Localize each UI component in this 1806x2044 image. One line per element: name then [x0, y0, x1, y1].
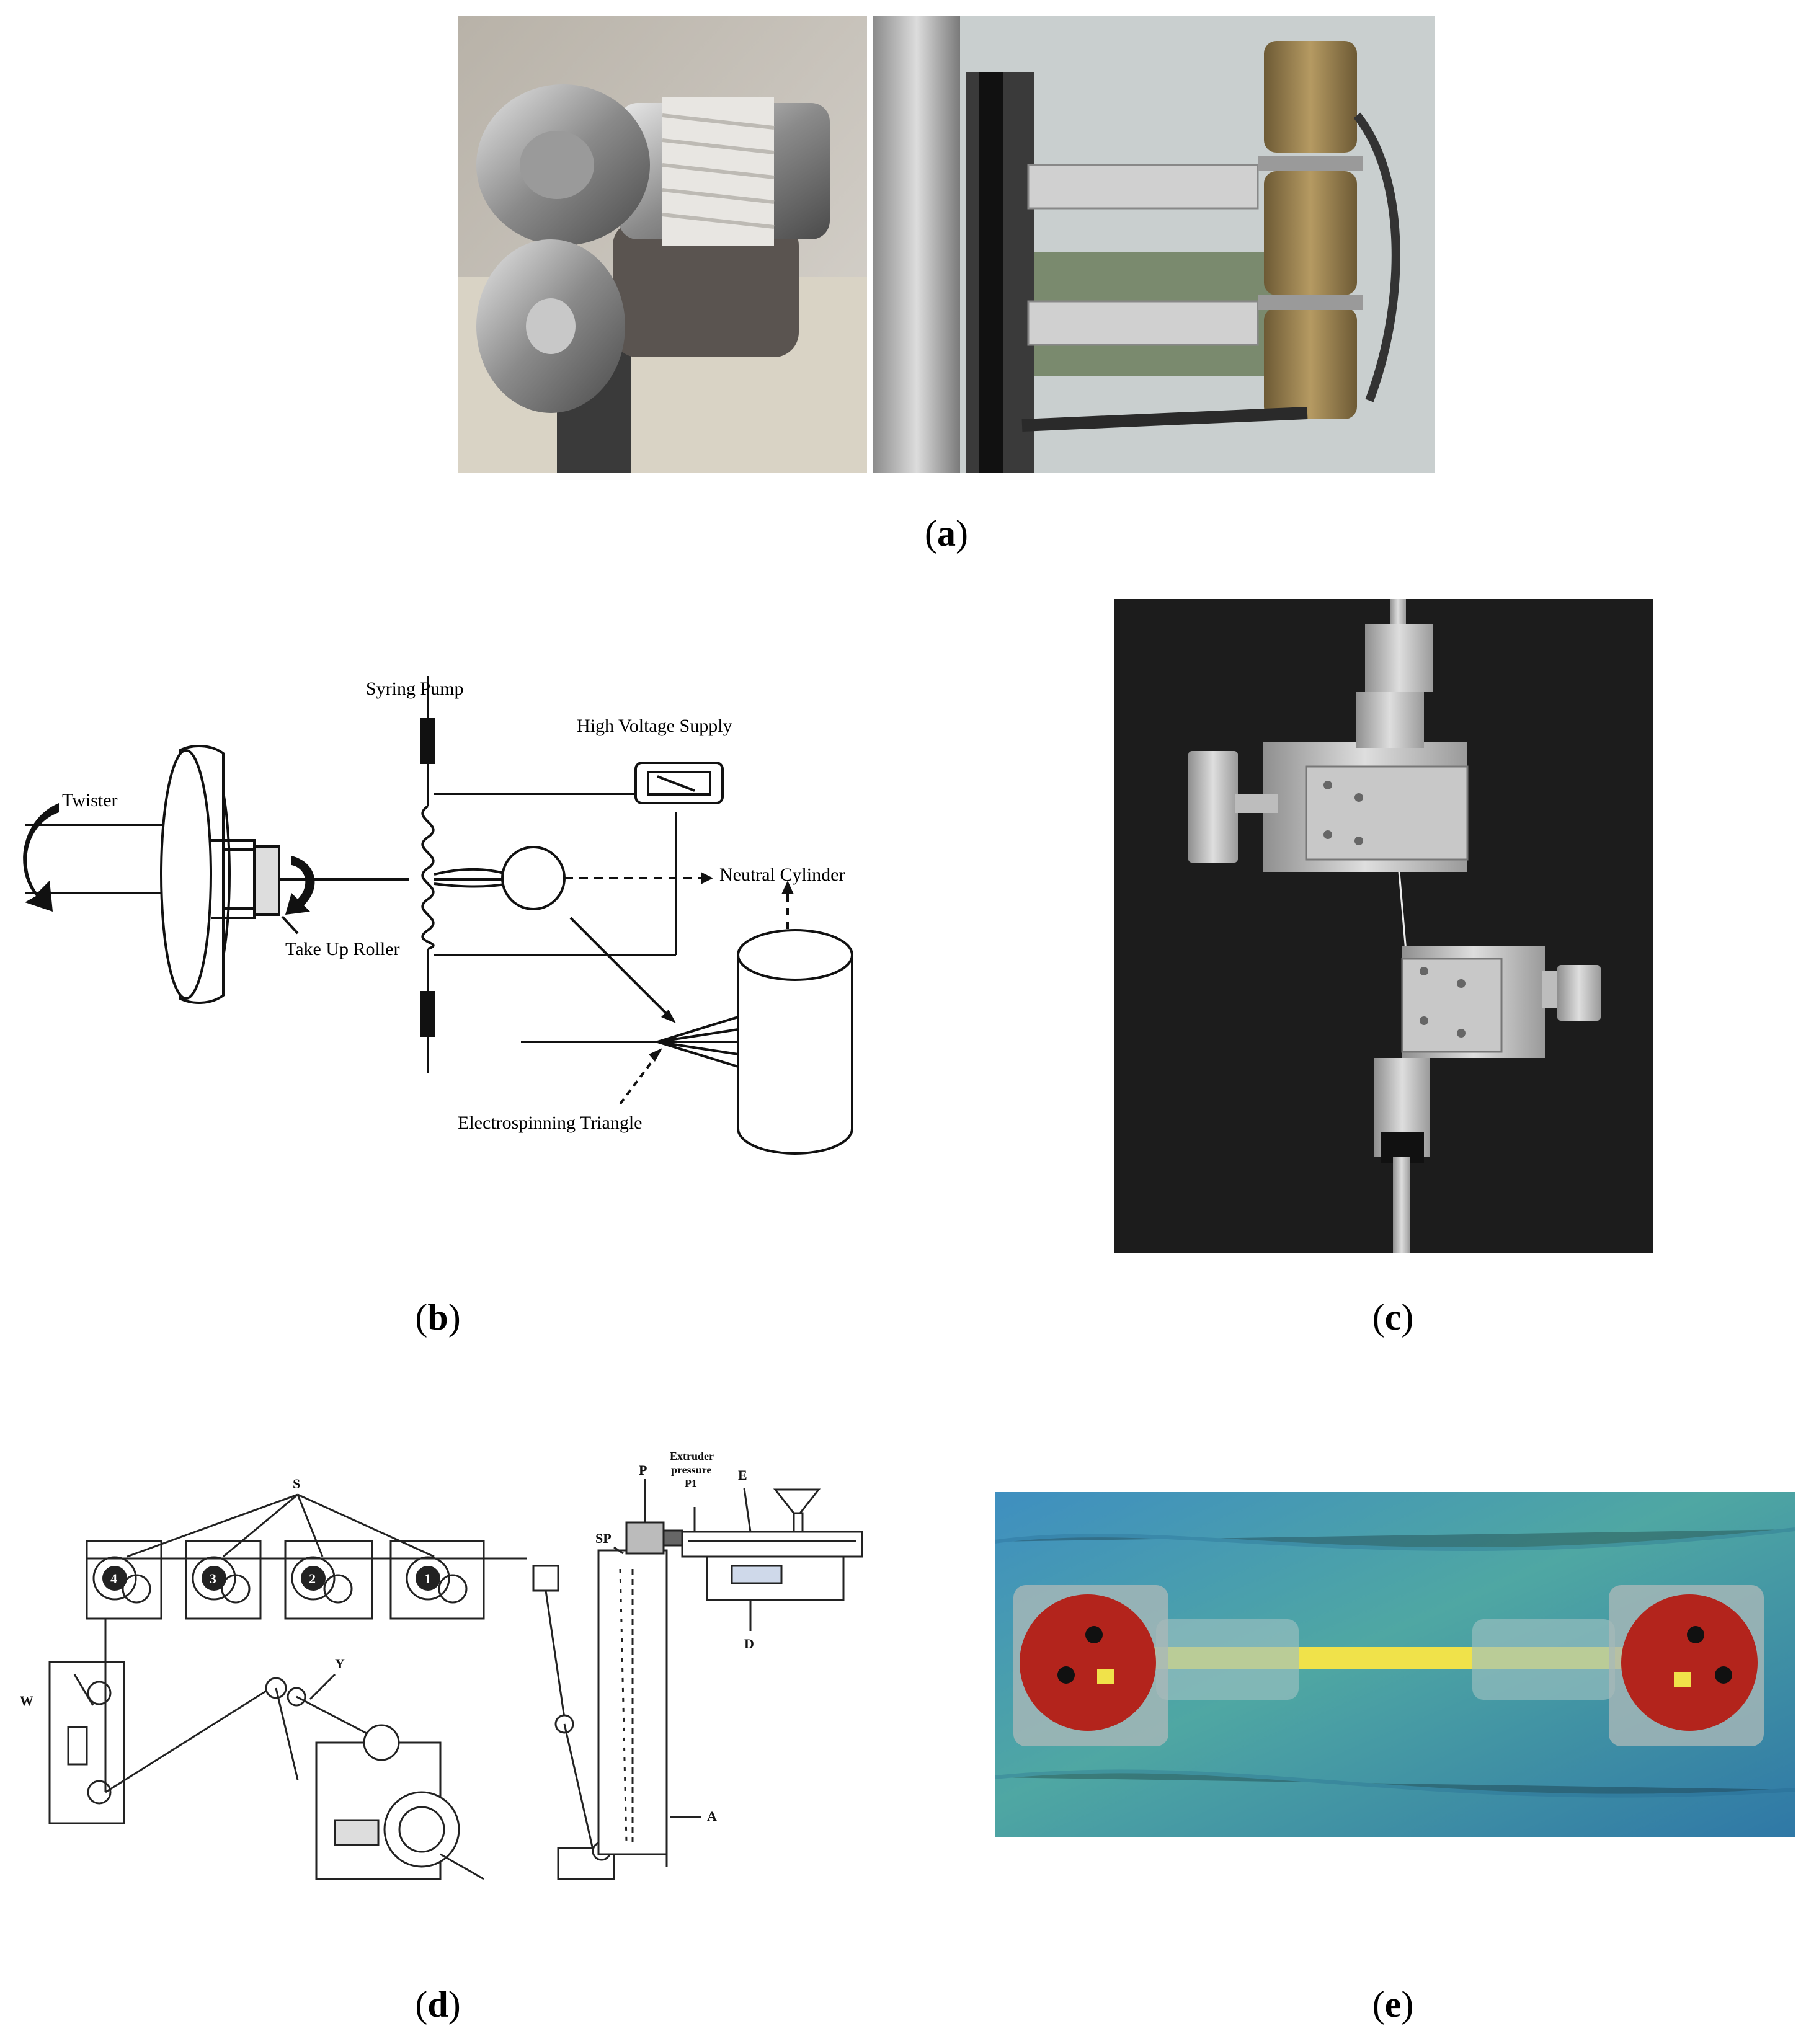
photo-a-right-grips: [873, 16, 1435, 473]
caption-c: (c): [1372, 1297, 1414, 1338]
label-sp: SP: [595, 1531, 612, 1546]
caption-b: (b): [415, 1297, 461, 1338]
label-take-up-roller: Take Up Roller: [285, 939, 400, 959]
caption-a: (a): [925, 513, 968, 554]
caption-a-letter: a: [937, 513, 956, 554]
diagram-d-spinning-line: 4 3 2 1 S P SP Extruder pressure P1 E D …: [20, 1450, 863, 1880]
label-a: A: [707, 1808, 717, 1824]
caption-d: (d): [415, 1984, 461, 2025]
photo-e-specimen: [995, 1492, 1795, 1837]
godet-label-3: 3: [210, 1571, 216, 1586]
label-twister: Twister: [62, 790, 118, 811]
caption-b-letter: b: [427, 1297, 448, 1338]
label-w: W: [20, 1693, 33, 1709]
photo-c-grips: [1114, 599, 1653, 1253]
label-extruder-line-2: pressure: [671, 1464, 711, 1476]
caption-e: (e): [1372, 1984, 1414, 2025]
label-y: Y: [335, 1656, 345, 1671]
label-s: S: [293, 1476, 300, 1491]
label-e: E: [738, 1467, 747, 1483]
godet-label-1: 1: [424, 1571, 431, 1586]
label-neutral-cylinder: Neutral Cylinder: [719, 864, 845, 885]
label-d: D: [744, 1636, 754, 1651]
label-extruder-line-1: Extruder: [670, 1450, 714, 1462]
label-extruder-line-3: P1: [685, 1477, 697, 1490]
label-high-voltage-supply: High Voltage Supply: [577, 716, 732, 736]
diagram-b-electrospinning: Syring Pump High Voltage Supply Twister …: [23, 676, 853, 1155]
photo-a-left-twister: [458, 16, 867, 473]
label-syringe-pump: Syring Pump: [366, 678, 464, 699]
label-p: P: [639, 1462, 647, 1478]
godet-label-4: 4: [110, 1571, 117, 1586]
godet-label-2: 2: [309, 1571, 316, 1586]
label-electrospinning-triangle: Electrospinning Triangle: [458, 1113, 642, 1133]
caption-c-letter: c: [1384, 1297, 1402, 1338]
caption-e-letter: e: [1384, 1984, 1402, 2025]
caption-d-letter: d: [427, 1984, 448, 2025]
